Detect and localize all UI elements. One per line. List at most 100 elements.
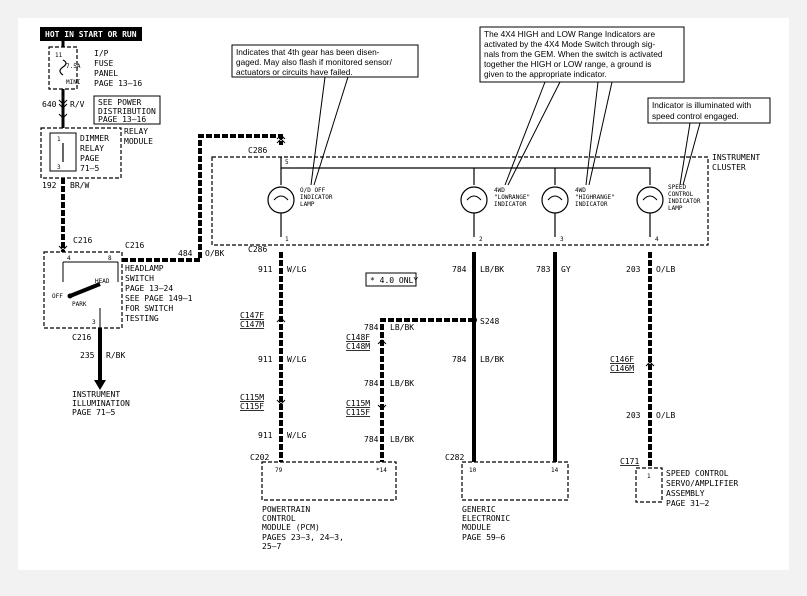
svg-text:GY: GY	[561, 265, 571, 274]
svg-text:PAGES 23–3, 24–3,: PAGES 23–3, 24–3,	[262, 533, 344, 542]
lowrange-indicator-lamp: 4WD "LOWRANGE" INDICATOR	[460, 186, 530, 237]
dimmer-label-2: RELAY	[80, 144, 104, 153]
fuse-page: PAGE 13–16	[94, 79, 142, 88]
svg-text:"HIGHRANGE": "HIGHRANGE"	[575, 194, 615, 201]
svg-text:C115F: C115F	[346, 408, 370, 417]
illumination-3: PAGE 71–5	[72, 408, 116, 417]
svg-text:LB/BK: LB/BK	[480, 355, 504, 364]
dimmer-pin-1: 1	[57, 136, 61, 143]
headlamp-pin-8: 8	[108, 255, 112, 262]
svg-text:CONTROL: CONTROL	[668, 191, 694, 198]
cluster-pin-4: 4	[655, 236, 659, 243]
svg-text:SERVO/AMPLIFIER: SERVO/AMPLIFIER	[666, 479, 738, 488]
svg-text:INDICATOR: INDICATOR	[575, 201, 608, 208]
cluster-pin-1: 1	[285, 236, 289, 243]
svg-text:784: 784	[364, 379, 379, 388]
headlamp-pin-3: 3	[92, 319, 96, 326]
relay-module-1: RELAY	[124, 127, 148, 136]
wiring-diagram-sheet: HOT IN START OR RUN 11 7.5A MINI I/P FUS…	[18, 18, 789, 570]
cluster-conn-top: C286	[248, 146, 267, 155]
power-ref-3: PAGE 13–16	[98, 115, 146, 124]
svg-text:203: 203	[626, 265, 641, 274]
svg-text:LB/BK: LB/BK	[390, 379, 414, 388]
headlamp-conn-right: C216	[125, 241, 144, 250]
svg-text:1: 1	[647, 473, 651, 480]
fuse-label-2: FUSE	[94, 59, 113, 68]
svg-text:C146F: C146F	[610, 355, 634, 364]
svg-text:LB/BK: LB/BK	[390, 323, 414, 332]
speed-connector: C171	[620, 457, 639, 466]
svg-text:911: 911	[258, 431, 273, 440]
headlamp-park: PARK	[72, 301, 87, 308]
dimmer-relay-box	[40, 127, 122, 179]
svg-text:MODULE (PCM): MODULE (PCM)	[262, 523, 320, 532]
svg-text:given to the appropriate indic: given to the appropriate indicator.	[484, 69, 607, 79]
speed-annotation-box	[647, 97, 771, 124]
svg-text:speed control engaged.: speed control engaged.	[652, 111, 739, 121]
fuse-number: 11	[55, 52, 63, 59]
cluster-pin-5: 5	[285, 159, 289, 166]
dimmer-label-1: DIMMER	[80, 134, 109, 143]
power-ref-1: SEE POWER	[98, 98, 142, 107]
headlamp-label-2: SWITCH	[125, 274, 154, 283]
wire-640-number: 640	[42, 100, 57, 109]
svg-text:C146M: C146M	[610, 364, 634, 373]
svg-text:C115M: C115M	[240, 393, 264, 402]
headlamp-label-6: TESTING	[125, 314, 159, 323]
svg-text:14: 14	[551, 467, 559, 474]
instrument-cluster-box	[211, 156, 709, 246]
svg-text:203: 203	[626, 411, 641, 420]
headlamp-label-5: FOR SWITCH	[125, 304, 173, 313]
svg-text:GENERIC: GENERIC	[462, 505, 496, 514]
svg-text:O/LB: O/LB	[656, 411, 675, 420]
svg-text:LAMP: LAMP	[668, 205, 683, 212]
svg-text:LB/BK: LB/BK	[480, 265, 504, 274]
svg-text:nals from the GEM. When the s: nals from the GEM. When the switch is ac…	[484, 49, 663, 59]
cluster-label-1: INSTRUMENT	[712, 153, 760, 162]
svg-text:The 4X4 HIGH and LOW Range Ind: The 4X4 HIGH and LOW Range Indicators ar…	[484, 29, 655, 39]
wire-640-color: R/V	[70, 100, 85, 109]
svg-text:784: 784	[452, 265, 467, 274]
svg-text:ASSEMBLY: ASSEMBLY	[666, 489, 705, 498]
cluster-label-2: CLUSTER	[712, 163, 746, 172]
illumination-2: ILLUMINATION	[72, 399, 130, 408]
svg-text:S248: S248	[480, 317, 499, 326]
svg-text:PAGE 31–2: PAGE 31–2	[666, 499, 710, 508]
arrow-down-icon	[94, 380, 106, 390]
dimmer-pin-3: 3	[57, 164, 61, 171]
svg-text:911: 911	[258, 355, 273, 364]
dimmer-label-4: 71–5	[80, 164, 99, 173]
svg-text:784: 784	[364, 323, 379, 332]
pcm-box	[261, 461, 397, 501]
svg-text:actuators or circuits have fai: actuators or circuits have failed.	[236, 67, 353, 77]
headlamp-switch-arm	[69, 282, 101, 298]
connector-icon	[58, 99, 68, 109]
wire-235-number: 235	[80, 351, 95, 360]
svg-text:LAMP: LAMP	[300, 201, 315, 208]
svg-text:INDICATOR: INDICATOR	[300, 194, 333, 201]
wire-235-color: R/BK	[106, 351, 125, 360]
svg-text:911: 911	[258, 265, 273, 274]
fuse-label-3: PANEL	[94, 69, 118, 78]
power-ref-2: DISTRIBUTION	[98, 107, 156, 116]
od-annotation-box	[231, 44, 419, 78]
svg-text:PAGE 59–6: PAGE 59–6	[462, 533, 506, 542]
od-off-indicator-lamp: O/D OFF INDICATOR LAMP	[267, 186, 333, 237]
svg-text:W/LG: W/LG	[287, 265, 306, 274]
svg-text:POWERTRAIN: POWERTRAIN	[262, 505, 310, 514]
svg-text:784: 784	[452, 355, 467, 364]
svg-text:C148F: C148F	[346, 333, 370, 342]
svg-text:Indicates that 4th gear has be: Indicates that 4th gear has been disen-	[236, 47, 380, 57]
fuse-type: MINI	[66, 79, 81, 86]
svg-text:4WD: 4WD	[494, 187, 505, 194]
svg-text:Indicator is illuminated with: Indicator is illuminated with	[652, 100, 752, 110]
svg-text:ELECTRONIC: ELECTRONIC	[462, 514, 510, 523]
headlamp-label-1: HEADLAMP	[125, 264, 164, 273]
cluster-pin-2: 2	[479, 236, 483, 243]
svg-text:783: 783	[536, 265, 551, 274]
power-distribution-ref-box	[93, 95, 161, 125]
engine-note-box	[365, 272, 417, 287]
svg-text:25–7: 25–7	[262, 542, 281, 551]
headlamp-switch-box	[43, 251, 123, 329]
svg-text:C148M: C148M	[346, 342, 370, 351]
